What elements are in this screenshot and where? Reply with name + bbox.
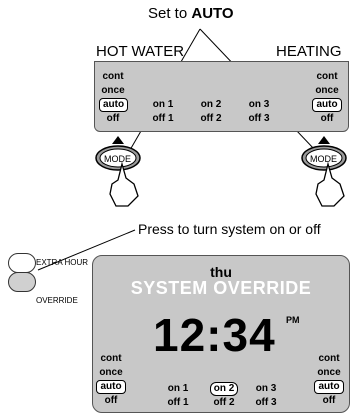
override-button[interactable] [8,272,36,292]
display-time: 12:34 [153,309,276,361]
leader-line-override [37,229,136,271]
display-slot-2: on 2 off 2 [206,382,242,410]
slot-3: on 3 off 3 [248,99,270,124]
up-arrow-icon [318,136,330,144]
display-status: SYSTEM OVERRIDE [130,278,312,298]
display-heating-mode-list: cont once auto off [312,352,346,408]
display-hot-water-mode-list: cont once auto off [95,352,127,408]
mode-button-hot-water[interactable] [88,134,148,210]
mode-once: once [101,85,125,96]
mode-once: once [315,85,339,96]
mode-cont: cont [102,71,124,82]
up-arrow-icon [112,136,124,144]
hand-pointer-icon [109,161,139,207]
middle-caption: Press to turn system on or off [138,221,321,237]
hot-water-label: HOT WATER [96,43,185,60]
top-caption: Set to AUTO [148,5,234,22]
hand-pointer-icon [315,161,345,207]
display-panel: thu SYSTEM OVERRIDE 12:34 PM cont once a… [92,255,350,413]
display-slot-1: on 1 off 1 [167,383,189,408]
mode-auto-selected: auto [99,98,129,112]
override-label: OVERRIDE [36,296,78,305]
slot-1: on 1 off 1 [152,99,174,124]
mode-auto-selected: auto [314,380,344,394]
mode-off: off [320,113,334,124]
top-control-panel: cont once auto off on 1 off 1 on 2 off 2… [94,61,349,132]
top-caption-emphasis: AUTO [191,5,234,22]
slot-2-active: on 2 [209,382,239,396]
mode-cont: cont [316,71,338,82]
mode-auto-selected: auto [96,380,126,394]
display-slot-3: on 3 off 3 [255,383,277,408]
mode-auto-selected: auto [312,98,342,112]
extra-hour-button[interactable] [8,253,36,273]
display-day: thu [210,264,232,280]
mode-button-heating[interactable] [294,134,354,210]
slot-2: on 2 off 2 [200,99,222,124]
heating-label: HEATING [276,43,342,60]
mode-button-label-right: MODE [310,154,337,164]
mode-off: off [106,113,120,124]
display-ampm: PM [286,315,300,325]
extra-hour-label: EXTRA HOUR [36,258,89,267]
hot-water-mode-list: cont once auto off [99,70,129,126]
mode-button-label-left: MODE [104,154,131,164]
heating-mode-list: cont once auto off [311,70,343,126]
